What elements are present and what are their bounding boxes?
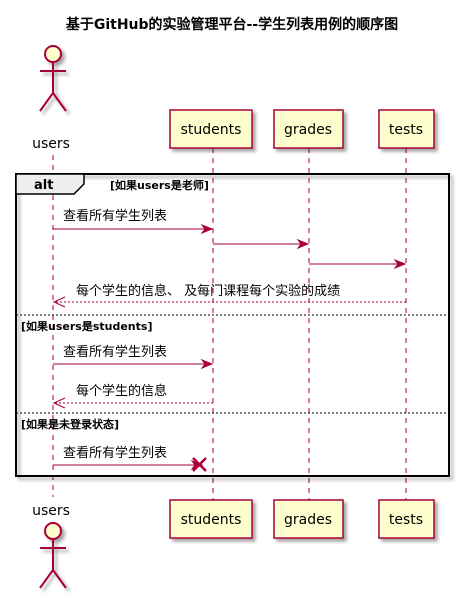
message-label-4: 每个学生的信息、 及每门课程每个实验的成绩 [76,283,340,299]
participant-box-students-top [169,109,253,149]
participant-boxes-bottom: students grades tests [169,499,435,539]
arrowhead-icon [296,238,310,250]
participant-box-grades-bottom [273,499,344,539]
participant-label-students-top: students [181,122,242,138]
participant-boxes-top: students grades tests [169,109,435,149]
alt-frame [15,173,450,477]
participant-box-tests-bottom [378,499,435,539]
actor-users-top [39,45,67,112]
participant-box-grades-top [273,109,344,149]
participant-box-tests-top [378,109,435,149]
actor-label-users-top: users [32,136,70,152]
messages: 查看所有学生列表 users (dashed return) --> 每个学生的… [52,208,407,472]
participant-label-tests-top: tests [389,122,423,138]
open-arrowhead-icon [52,397,66,409]
alt-label: alt [34,178,53,193]
participant-label-grades-top: grades [284,122,332,138]
actor-users-bottom [39,522,67,589]
message-label-5: 查看所有学生列表 [63,344,167,360]
destroy-x-icon [192,457,207,472]
actor-head-icon [44,522,62,540]
participant-label-students-bottom: students [181,512,242,528]
actor-head-icon [44,45,62,63]
alt-fragment: alt [如果users是老师] [如果users是students] [如果是… [15,173,450,477]
message-label-7: 查看所有学生列表 [63,445,167,461]
guard-teacher: [如果users是老师] [110,178,209,192]
guard-students: [如果users是students] [21,319,152,333]
arrowhead-icon [393,258,407,270]
open-arrowhead-icon [52,296,66,308]
diagram-title: 基于GitHub的实验管理平台--学生列表用例的顺序图 [66,16,398,33]
guard-not-logged-in: [如果是未登录状态] [21,417,119,431]
participant-label-grades-bottom: grades [284,512,332,528]
lifelines [52,148,407,503]
participant-box-students-bottom [169,499,253,539]
actor-label-users-bottom: users [32,503,70,519]
participant-label-tests-bottom: tests [389,512,423,528]
arrowhead-icon [200,358,214,370]
message-label-1: 查看所有学生列表 [63,208,167,224]
arrowhead-icon [200,223,214,235]
message-label-6: 每个学生的信息 [76,383,167,399]
alt-label-tab [15,173,85,195]
